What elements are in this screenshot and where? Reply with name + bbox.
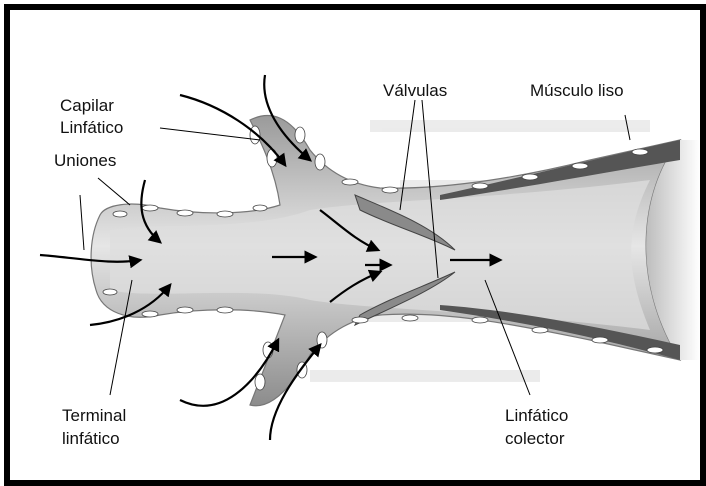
label-terminal-linfatico-line1: Terminal: [62, 405, 126, 426]
label-musculo-liso: Músculo liso: [530, 80, 624, 101]
label-uniones: Uniones: [54, 150, 116, 171]
label-valvulas: Válvulas: [383, 80, 447, 101]
label-terminal-linfatico-line2: linfático: [62, 428, 120, 449]
label-linfatico-colector-line1: Linfático: [505, 405, 568, 426]
diagram-frame: Capilar Linfático Uniones Válvulas Múscu…: [4, 4, 706, 486]
label-linfatico-colector-line2: colector: [505, 428, 565, 449]
label-capilar-linfatico-line1: Capilar: [60, 95, 114, 116]
label-capilar-linfatico-line2: Linfático: [60, 117, 123, 138]
